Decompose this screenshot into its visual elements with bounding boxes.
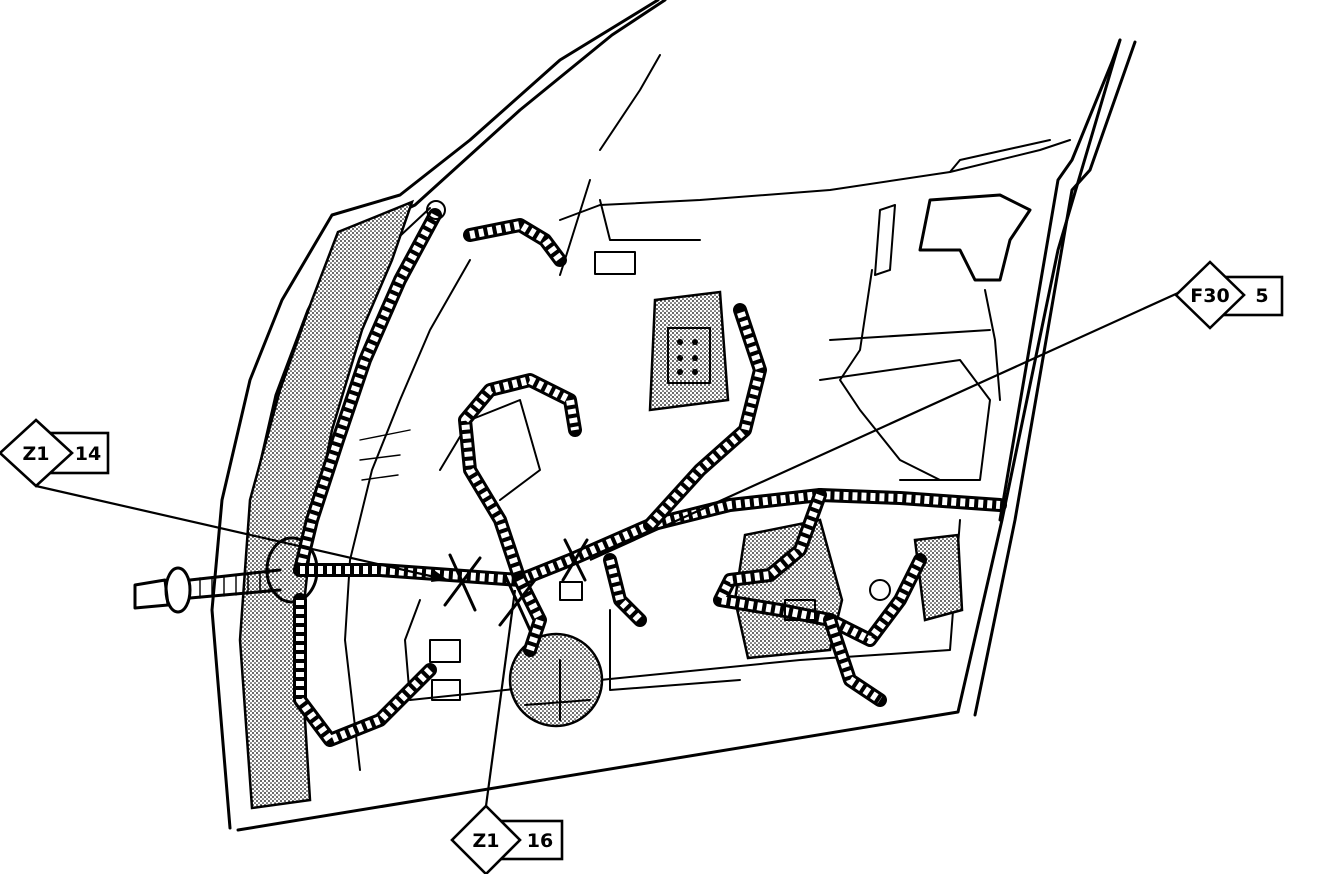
callout-z1-14: Z1 14 (0, 418, 110, 488)
wiring-connectors (426, 200, 891, 701)
callout-z1-16-ref: 16 (527, 830, 553, 852)
callout-z1-16: Z1 16 (450, 804, 564, 874)
leader-line-z1-14 (35, 484, 449, 582)
window-motor (733, 518, 844, 660)
callout-z1-14-code: Z1 (23, 443, 50, 465)
callout-f30-5: F30 5 (1174, 260, 1284, 330)
door-latch (839, 193, 1032, 481)
leader-arrow-z1-14 (431, 570, 448, 582)
leader-line-z1-16 (484, 589, 517, 807)
callout-f30-5-ref: 5 (1255, 285, 1268, 307)
callout-f30-5-code: F30 (1190, 285, 1229, 307)
wire-harness (293, 208, 1007, 747)
hinge-pillar-shading (238, 199, 415, 810)
splice-marks (443, 538, 589, 632)
callout-z1-14-ref: 14 (75, 443, 101, 465)
module-connector (667, 327, 711, 384)
callout-z1-16-code: Z1 (473, 830, 500, 852)
lock-actuator (913, 533, 964, 622)
relay-module (648, 290, 730, 412)
speaker (508, 632, 604, 728)
leader-line-f30-5 (589, 291, 1179, 562)
